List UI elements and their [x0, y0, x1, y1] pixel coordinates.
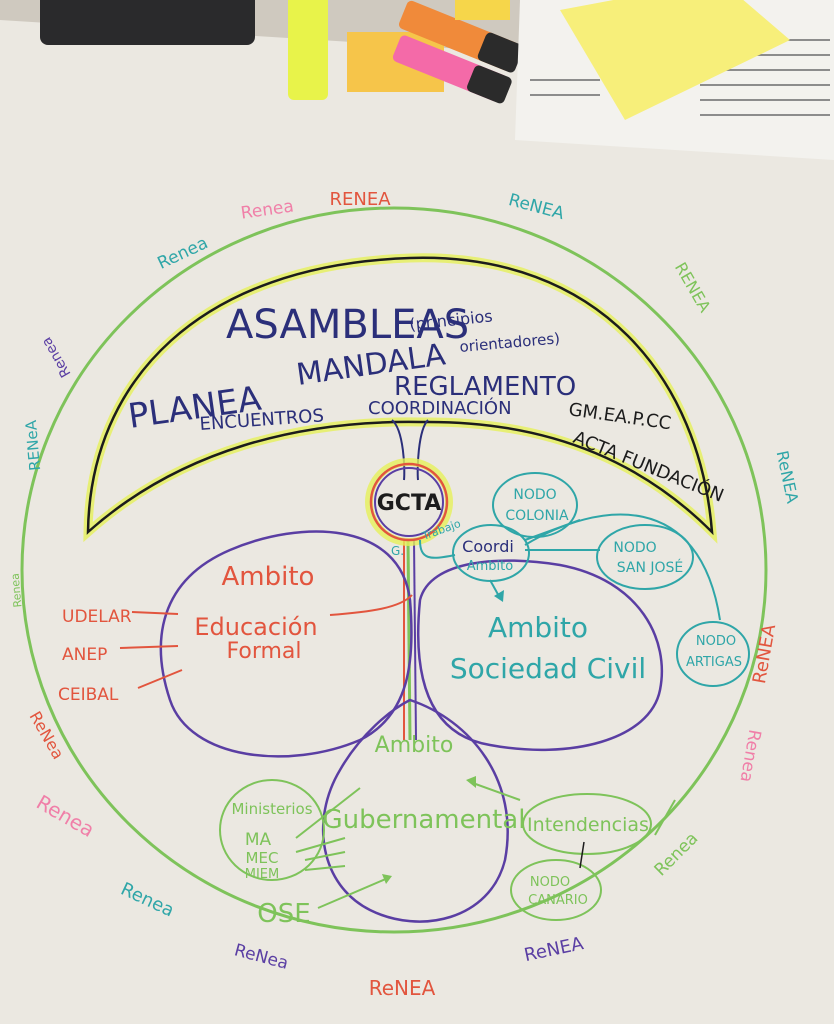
nodo-sanjose-label-1: NODO: [613, 540, 656, 556]
coordi-ambito-label: Ambito: [467, 559, 514, 574]
gcta-circle-purple: [374, 467, 444, 537]
educacion-label: Educación: [194, 613, 317, 641]
gubernamental-label: Gubernamental: [323, 805, 526, 835]
g-label: G.: [391, 544, 404, 558]
educacion-blob: [159, 530, 413, 758]
renea-ring-label: RENEA: [329, 189, 391, 210]
stem-purple: [413, 539, 417, 741]
renea-ring-label: Renea: [9, 573, 25, 608]
ose-arrow-head: [382, 874, 392, 884]
ose-arrow: [317, 877, 389, 909]
ministerios-label: Ministerios: [231, 800, 312, 818]
intendencias-label: Intendencias: [527, 814, 649, 836]
asambleas-label: ASAMBLEAS: [226, 302, 469, 348]
educacion-connector: [329, 594, 413, 616]
intendencias-arrow: [469, 781, 521, 801]
ose-label: OSE: [257, 899, 310, 929]
renea-tick: [654, 799, 676, 836]
renea-ring-label: RENeA: [22, 419, 44, 472]
gtrabajo-connector: [419, 539, 456, 559]
canario-arrow: [579, 841, 585, 869]
anep-label: ANEP: [62, 645, 107, 665]
gcta-circle-red: [369, 462, 449, 542]
coordi-label: Coordi: [462, 537, 514, 556]
anep-line: [119, 645, 179, 649]
coordi-artigas-line: [524, 513, 721, 621]
ceibal-line: [137, 669, 183, 689]
sticky-note-small: [455, 0, 510, 20]
sociedad-ambito-label: Ambito: [488, 611, 588, 644]
nodo-canario-label-2: CANARIO: [528, 893, 588, 908]
udelar-line: [131, 611, 179, 615]
ministerios-links: [295, 787, 361, 871]
paper-sheet: [0, 20, 834, 1024]
outer-ring: [20, 206, 768, 934]
nodo-artigas-label-1: NODO: [696, 634, 736, 649]
stem-green: [406, 539, 412, 741]
phone-object: [40, 0, 255, 45]
ceibal-label: CEIBAL: [58, 685, 119, 705]
marker-pink: [392, 35, 512, 104]
intendencias-ellipse: [522, 793, 652, 855]
sticky-note-yellow: [560, 0, 790, 120]
stem-left: [391, 419, 406, 481]
mec-label: MEC: [246, 849, 279, 867]
nodo-artigas-ellipse: [676, 621, 750, 687]
coordi-arrow-head: [494, 590, 504, 602]
coordinacion-label: COORDINACIÓN: [368, 397, 512, 419]
gubernamental-blob: [321, 698, 509, 923]
ma-label: MA: [245, 830, 272, 850]
highlighter-yellow: [288, 0, 328, 100]
intendencias-arrow-head: [466, 776, 476, 788]
ministerios-ellipse: [219, 779, 325, 881]
nodo-colonia-label-1: NODO: [513, 487, 556, 503]
nodo-sanjose-label-2: SAN JOSÉ: [617, 559, 684, 576]
nodo-canario-ellipse: [510, 859, 602, 921]
sociedad-blob: [416, 559, 664, 752]
nodo-colonia-label-2: COLONIA: [505, 508, 569, 524]
sociedad-civil-label: Sociedad Civil: [450, 652, 646, 685]
nodo-artigas-label-2: ARTIGAS: [686, 655, 742, 670]
nodo-sanjose-ellipse: [596, 524, 694, 590]
educacion-ambito-label: Ambito: [222, 562, 315, 592]
gcta-highlight: [365, 458, 453, 546]
gcta-label: GCTA: [377, 491, 442, 516]
renea-ring-label: ReNEA: [369, 976, 436, 1000]
udelar-label: UDELAR: [62, 607, 132, 627]
formal-label: Formal: [226, 639, 301, 664]
umbrella-outline: [86, 256, 714, 536]
stem-right: [416, 419, 429, 481]
nodo-canario-label-1: NODO: [530, 875, 570, 890]
marker-orange: [399, 0, 524, 73]
gubernamental-ambito-label: Ambito: [375, 733, 454, 758]
miem-label: MIEM: [245, 867, 279, 882]
reglamento-label: REGLAMENTO: [394, 372, 576, 402]
